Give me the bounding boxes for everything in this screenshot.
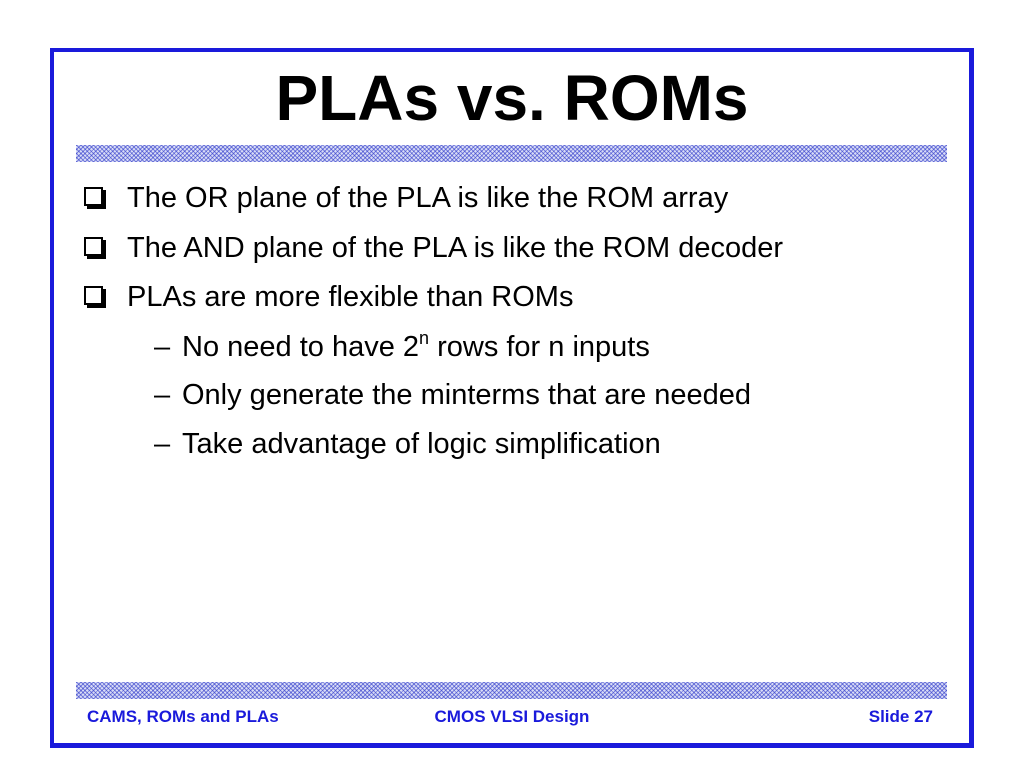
sub-bullet-text: No need to have 2n rows for n inputs — [182, 327, 650, 364]
sub-bullet-item: – Only generate the minterms that are ne… — [154, 375, 751, 415]
hollow-square-icon — [84, 236, 103, 256]
bullet-item: The AND plane of the PLA is like the ROM… — [84, 228, 783, 268]
dash-marker: – — [154, 330, 171, 363]
sub-bullet-item: – Take advantage of logic simplification — [154, 424, 661, 464]
sub-bullet-item: – No need to have 2n rows for n inputs — [154, 327, 650, 367]
bullet-text: The OR plane of the PLA is like the ROM … — [127, 181, 729, 214]
bullet-text: The AND plane of the PLA is like the ROM… — [127, 231, 784, 264]
slide-border — [50, 48, 974, 748]
sub-bullet-text-post: rows for n inputs — [429, 330, 650, 363]
hollow-square-icon — [84, 285, 103, 305]
sub-bullet-text: Take advantage of logic simplification — [182, 427, 661, 460]
sub-bullet-text-pre: No need to have 2 — [182, 330, 420, 363]
bullet-item: PLAs are more flexible than ROMs — [84, 277, 573, 317]
sub-bullet-text: Only generate the minterms that are need… — [182, 378, 752, 411]
bullet-text: PLAs are more flexible than ROMs — [127, 280, 574, 313]
dash-marker: – — [154, 427, 171, 460]
dash-marker: – — [154, 378, 171, 411]
hollow-square-icon — [84, 186, 103, 206]
footer-center-text: CMOS VLSI Design — [434, 707, 590, 726]
footer-left-text: CAMS, ROMs and PLAs — [87, 707, 279, 726]
top-hatch-divider — [76, 145, 947, 162]
bullet-item: The OR plane of the PLA is like the ROM … — [84, 178, 728, 218]
footer-slide-number: Slide 27 — [868, 707, 933, 726]
superscript: n — [419, 327, 430, 348]
bottom-hatch-divider — [76, 682, 947, 699]
slide-title: PLAs vs. ROMs — [275, 62, 749, 134]
